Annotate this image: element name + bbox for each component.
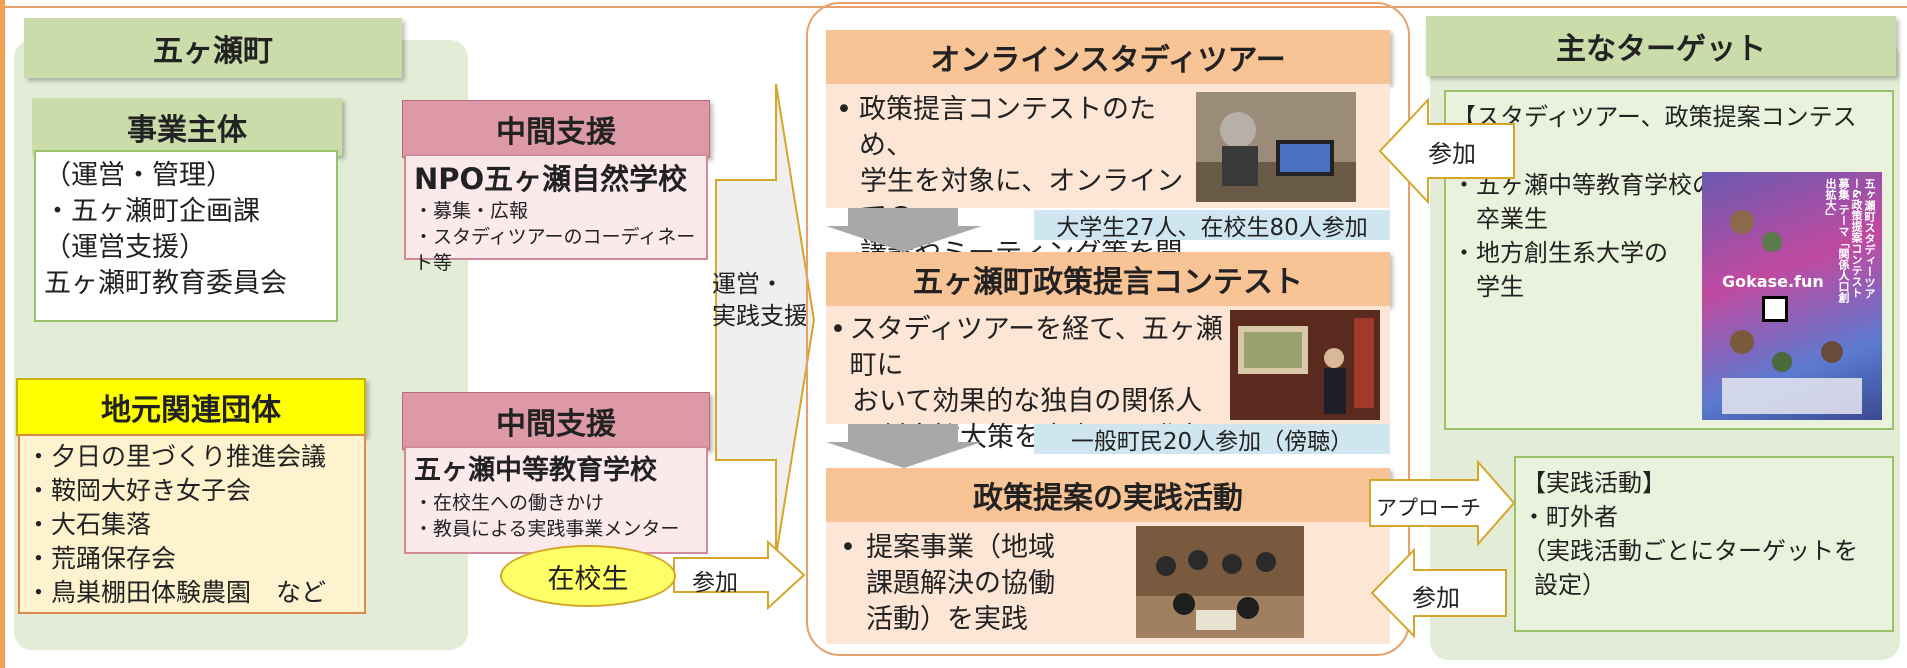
sanka-arrow-1-label: 参加 xyxy=(1428,140,1476,168)
support2-box: 五ヶ瀬中等教育学校 ・在校生への働きかけ ・教員による実践事業メンター xyxy=(404,446,708,554)
contest-line: おいて効果的な独自の関係人 xyxy=(852,386,1203,417)
approach-arrow xyxy=(1369,460,1516,546)
tour-title: オンラインスタディツアー xyxy=(826,30,1390,84)
contest-title: 五ヶ瀬町政策提言コンテスト xyxy=(826,252,1390,306)
tour-photo xyxy=(1196,92,1356,202)
jigyo-title: 事業主体 xyxy=(32,98,342,156)
student-oval: 在校生 xyxy=(500,545,676,607)
top-border-line xyxy=(0,0,1907,8)
poster-decoration xyxy=(1722,210,1862,414)
support2-item: ・在校生への働きかけ xyxy=(414,492,605,514)
bullet-dot: • xyxy=(836,94,852,125)
down-arrow-2 xyxy=(826,424,982,468)
student-arrow xyxy=(673,540,806,610)
support1-item: ・募集・広報 xyxy=(414,200,529,222)
support2-org: 五ヶ瀬中等教育学校 xyxy=(414,455,657,486)
target1-line: 卒業生 xyxy=(1452,205,1548,233)
down-arrow-1 xyxy=(826,208,982,252)
jimoto-item: ・鞍岡大好き女子会 xyxy=(26,476,252,505)
target2-box: 【実践活動】 ・町外者 （実践活動ごとにターゲットを 設定） xyxy=(1514,456,1894,632)
target2-line: （実践活動ごとにターゲットを xyxy=(1522,537,1858,565)
support-chevron-arrow xyxy=(715,83,816,557)
contest-line: •スタディツアーを経て、五ヶ瀬町に xyxy=(830,312,1230,384)
center-frame xyxy=(806,2,1410,656)
sanka-arrow-2 xyxy=(1370,548,1507,638)
poster-vertical-text: 五ヶ瀬町スタディーツアー&政策提案コンテスト募集 テーマ「関係人口創出拡大」 xyxy=(1824,178,1876,303)
support1-box: NPO五ヶ瀬自然学校 ・募集・広報 ・スタディツアーのコーディネート等 xyxy=(404,154,708,274)
contest-photo-image xyxy=(1230,310,1380,420)
contest-photo xyxy=(1230,310,1380,420)
practice-title: 政策提案の実践活動 xyxy=(826,468,1390,522)
tour-photo-image xyxy=(1196,92,1356,202)
target1-line: ・地方創生系大学の xyxy=(1452,239,1668,267)
support1-title: 中間支援 xyxy=(402,100,710,158)
target2-line: 設定） xyxy=(1534,571,1606,599)
jigyo-line: （運営・管理） xyxy=(44,160,233,191)
jimoto-item: ・大石集落 xyxy=(26,510,152,539)
target-title: 主なターゲット xyxy=(1426,16,1896,76)
practice-line: 活動）を実践 xyxy=(866,604,1028,635)
gokase-title: 五ヶ瀬町 xyxy=(24,18,402,78)
practice-line: 課題解決の協働 xyxy=(866,568,1055,599)
contest-line-text: スタディツアーを経て、五ヶ瀬町に xyxy=(849,314,1223,381)
poster-brand: Gokase.fun xyxy=(1722,272,1824,291)
jimoto-item: ・鳥巣棚田体験農園 など xyxy=(26,578,327,607)
practice-photo xyxy=(1136,526,1304,638)
support-arrow-label-line: 実践支援 xyxy=(712,302,808,330)
jigyo-line: （運営支援） xyxy=(44,232,206,263)
support-arrow-label: 運営・ 実践支援 xyxy=(712,268,812,332)
sanka-arrow-1 xyxy=(1378,97,1515,205)
bullet-dot: • xyxy=(830,314,846,345)
tour-line: 学生を対象に、オンラインでの xyxy=(860,166,1184,233)
support2-title: 中間支援 xyxy=(402,392,710,450)
target2-line: 【実践活動】 xyxy=(1522,469,1666,497)
jigyo-line: ・五ヶ瀬町企画課 xyxy=(44,196,260,227)
support1-item: ・スタディツアーのコーディネート等 xyxy=(414,226,696,274)
practice-line-text: 提案事業（地域 xyxy=(866,532,1055,563)
practice-photo-image xyxy=(1136,526,1304,638)
jigyo-line: 五ヶ瀬町教育委員会 xyxy=(44,268,287,299)
support-arrow-label-line: 運営・ xyxy=(712,270,784,298)
jimoto-box: ・夕日の里づくり推進会議 ・鞍岡大好き女子会 ・大石集落 ・荒踊保存会 ・鳥巣棚… xyxy=(18,434,366,614)
poster-qr-icon xyxy=(1762,296,1788,322)
bullet-dot: • xyxy=(840,532,856,563)
support1-org: NPO五ヶ瀬自然学校 xyxy=(414,162,688,196)
jimoto-item: ・荒踊保存会 xyxy=(26,544,177,573)
approach-arrow-label: アプローチ xyxy=(1376,496,1481,520)
target2-line: ・町外者 xyxy=(1522,503,1618,531)
contest-note: 一般町民20人参加（傍聴） xyxy=(1034,424,1390,455)
left-accent-strip xyxy=(0,0,5,668)
tour-line: •政策提言コンテストのため、 xyxy=(836,92,1196,164)
jigyo-box: （運営・管理） ・五ヶ瀬町企画課 （運営支援） 五ヶ瀬町教育委員会 xyxy=(34,150,338,322)
tour-note: 大学生27人、在校生80人参加 xyxy=(1034,210,1390,241)
recruit-poster: 五ヶ瀬町スタディーツアー&政策提案コンテスト募集 テーマ「関係人口創出拡大」 G… xyxy=(1702,172,1882,420)
jimoto-item: ・夕日の里づくり推進会議 xyxy=(26,442,327,471)
student-arrow-label: 参加 xyxy=(692,570,738,596)
practice-text: • 提案事業（地域 課題解決の協働 活動）を実践 xyxy=(840,530,1100,638)
sanka-arrow-2-label: 参加 xyxy=(1412,584,1460,612)
support2-item: ・教員による実践事業メンター xyxy=(414,518,680,540)
jimoto-title: 地元関連団体 xyxy=(16,378,366,436)
target1-line: 学生 xyxy=(1452,273,1524,301)
tour-line-text: 政策提言コンテストのため、 xyxy=(859,94,1157,161)
practice-line: • 提案事業（地域 xyxy=(840,530,1100,566)
